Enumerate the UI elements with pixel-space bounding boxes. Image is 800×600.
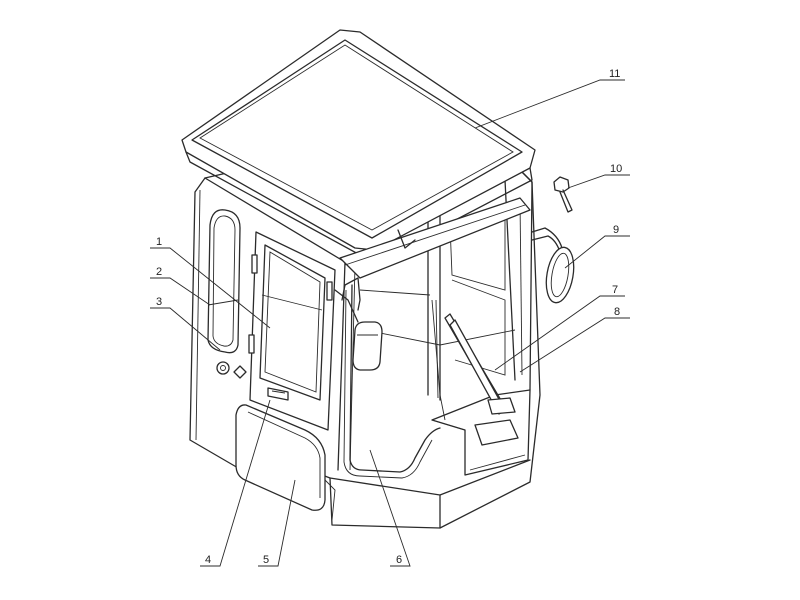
bolt — [553, 176, 573, 213]
door — [248, 231, 336, 431]
front-glass — [341, 277, 446, 479]
callout-7: 7 — [612, 284, 618, 296]
lock-knobs — [216, 361, 247, 379]
callout-2: 2 — [156, 266, 162, 278]
callout-10: 10 — [610, 163, 622, 175]
callout-5: 5 — [263, 554, 269, 566]
front-mirror — [334, 289, 383, 371]
callout-9: 9 — [613, 224, 619, 236]
leader-lines — [150, 79, 630, 567]
callout-11: 11 — [609, 68, 620, 80]
callout-8: 8 — [614, 306, 620, 318]
callout-4: 4 — [205, 554, 211, 566]
fender-cover — [235, 404, 336, 521]
side-mirror — [531, 227, 575, 304]
callout-labels: 11 10 9 7 8 1 2 3 4 5 6 — [156, 68, 622, 566]
roof-panel — [181, 29, 536, 263]
callout-6: 6 — [396, 554, 402, 566]
side-window — [207, 209, 241, 354]
front-header-bar — [339, 197, 531, 279]
wiper — [444, 313, 519, 446]
callout-3: 3 — [156, 296, 162, 308]
callout-1: 1 — [156, 236, 162, 248]
